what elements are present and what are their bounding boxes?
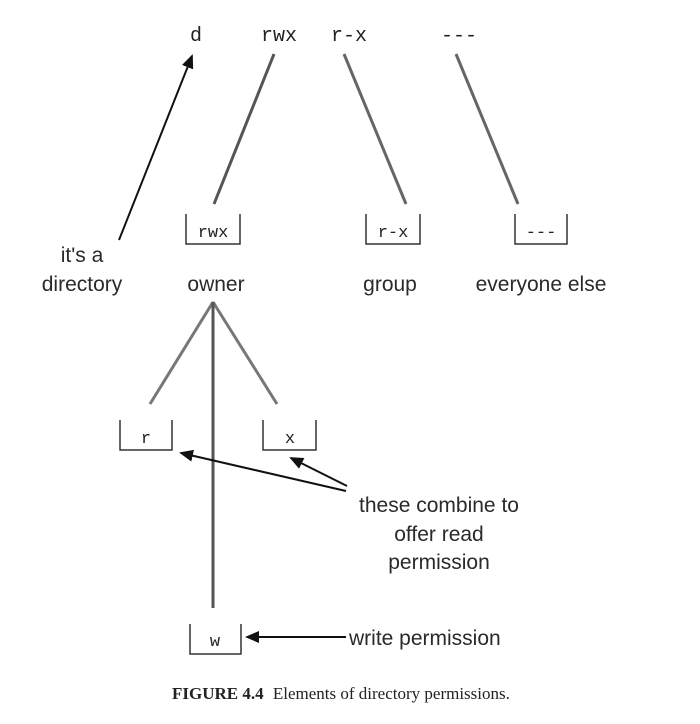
label-everyone: everyone else	[476, 273, 607, 296]
label-combine-2: offer read	[394, 523, 484, 546]
label-combine-3: permission	[388, 551, 490, 574]
figure-caption: FIGURE 4.4 Elements of directory permiss…	[172, 684, 510, 703]
box-group-text: r-x	[378, 224, 409, 243]
box-read-text: r	[141, 430, 151, 449]
box-write-text: w	[210, 633, 221, 652]
box-owner	[185, 214, 241, 245]
line-other	[454, 53, 520, 205]
box-other	[514, 214, 568, 245]
label-group: group	[363, 273, 417, 296]
caption-figure-number: FIGURE 4.4	[172, 684, 264, 703]
box-owner-text: rwx	[198, 224, 229, 243]
box-write	[189, 624, 242, 655]
label-owner: owner	[187, 273, 244, 296]
line-owner	[212, 53, 276, 205]
arrow-to-read	[179, 449, 347, 492]
arrow-directory	[118, 54, 194, 241]
branch-read	[148, 301, 215, 405]
top-type-char: d	[190, 25, 202, 48]
box-execute-text: x	[285, 430, 295, 449]
label-directory-1: it's a	[61, 244, 104, 267]
box-group	[365, 214, 421, 245]
branch-execute	[211, 301, 279, 405]
top-owner-bits: rwx	[261, 25, 297, 48]
arrow-to-execute	[289, 457, 348, 487]
caption-text: Elements of directory permissions.	[273, 684, 510, 703]
label-directory-2: directory	[42, 273, 123, 296]
box-execute	[262, 420, 317, 451]
label-combine-1: these combine to	[359, 494, 519, 517]
top-other-bits: ---	[441, 25, 477, 48]
top-group-bits: r-x	[331, 25, 367, 48]
box-read	[119, 420, 173, 451]
label-write: write permission	[348, 627, 501, 650]
box-other-text: ---	[526, 224, 557, 243]
line-group	[342, 53, 408, 205]
